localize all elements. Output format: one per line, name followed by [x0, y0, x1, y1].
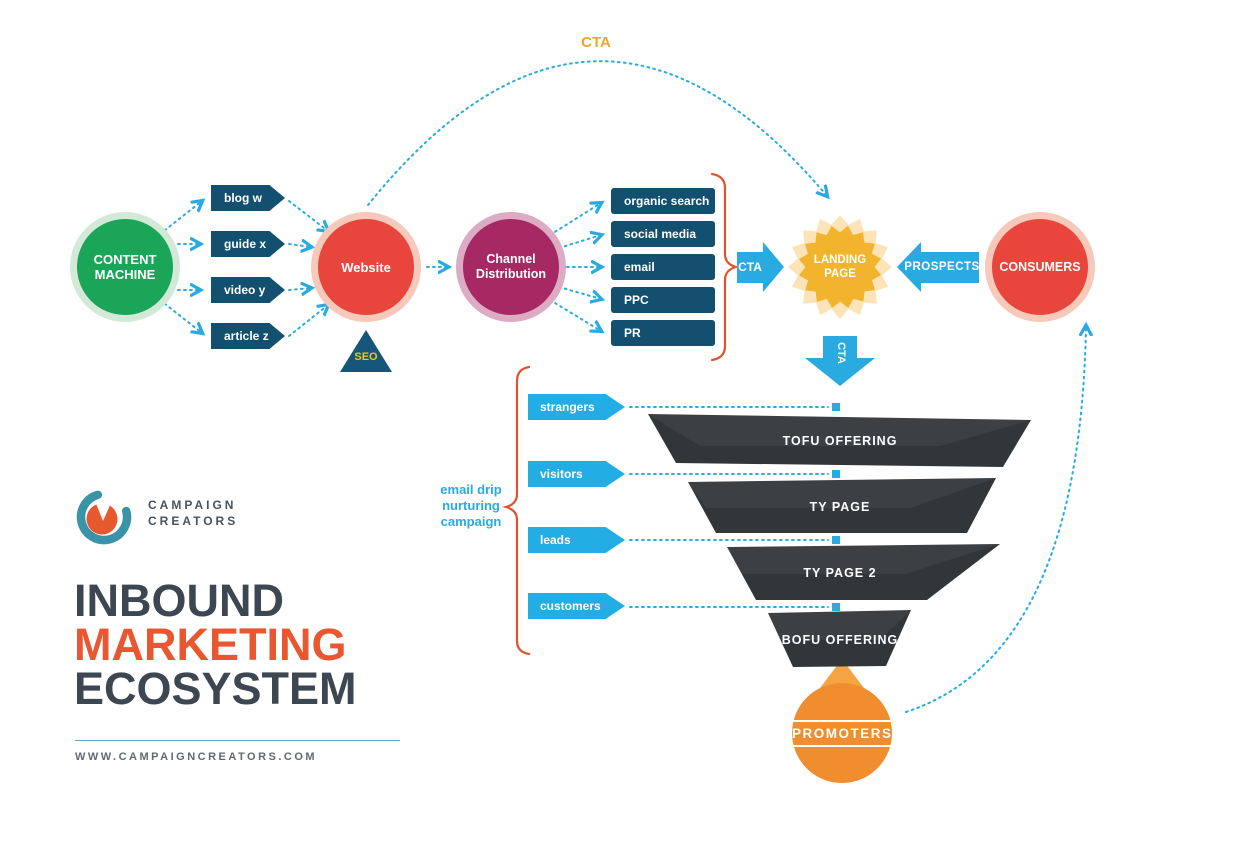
cta-down-arrow [805, 336, 875, 386]
prospects-left-arrow [897, 242, 979, 292]
cta-right-arrow [737, 242, 784, 292]
cta-arc-label: CTA [581, 34, 611, 51]
content-machine-label: CONTENT MACHINE [93, 252, 157, 282]
audience-tag-customers: customers [528, 593, 625, 619]
content-tag-article: article z [211, 323, 285, 349]
title-marketing: MARKETING [74, 619, 347, 670]
content-tag-blog: blog w [211, 185, 285, 211]
footer-divider [75, 740, 400, 741]
cta-down-label: CTA [835, 342, 847, 364]
funnel-stage-tofu: TOFU OFFERING [782, 434, 898, 448]
channel-tag-organic-search: organic search [611, 188, 715, 214]
cta-arrow-label: CTA [738, 260, 762, 274]
consumers-label: CONSUMERS [999, 259, 1081, 274]
title-ecosystem: ECOSYSTEM [74, 663, 357, 714]
cta-arc-label-gap [570, 32, 622, 58]
audience-tag-leads: leads [528, 527, 625, 553]
dotted-connectors [159, 60, 1086, 713]
audience-tag-visitors: visitors [528, 461, 625, 487]
funnel-stage-ty-page: TY PAGE [809, 500, 871, 514]
content-tag-video: video y [211, 277, 285, 303]
landing-page-label: LANDING PAGE [813, 254, 867, 280]
funnel-shape [648, 414, 1031, 667]
campaign-creators-logo-icon [76, 489, 132, 545]
channel-tag-social-media: social media [611, 221, 715, 247]
promoters-label: PROMOTERS [790, 720, 895, 747]
email-drip-brace [501, 365, 531, 656]
funnel-row-markers [832, 403, 840, 611]
channel-tag-ppc: PPC [611, 287, 715, 313]
channel-cta-brace [710, 172, 741, 362]
website-node: Website [311, 212, 421, 322]
content-tag-guide: guide x [211, 231, 285, 257]
cta-top-arc [367, 60, 827, 206]
landing-page-starburst [788, 215, 892, 319]
prospects-arrow-label: PROSPECTS [904, 261, 980, 273]
promoters-consumers-arc [905, 326, 1086, 713]
promoters-label-wrap: PROMOTERS [790, 720, 895, 747]
channel-distribution-node: Channel Distribution [456, 212, 566, 322]
seo-triangle [340, 330, 392, 372]
website-url: WWW.CAMPAIGNCREATORS.COM [75, 751, 318, 763]
promoters-drop [792, 659, 892, 783]
funnel-stage-bofu: BOFU OFFERING [781, 633, 899, 647]
seo-label: SEO [354, 351, 378, 363]
audience-tag-strangers: strangers [528, 394, 625, 420]
title-inbound: INBOUND [74, 575, 284, 626]
channel-tag-pr: PR [611, 320, 715, 346]
channel-tag-email: email [611, 254, 715, 280]
campaign-creators-logo-text: CAMPAIGN CREATORS [148, 498, 239, 528]
channel-distribution-label: Channel Distribution [475, 252, 547, 281]
funnel-stage-ty-page-2: TY PAGE 2 [803, 566, 877, 580]
email-drip-label: email drip nurturing campaign [440, 482, 502, 529]
consumers-node: CONSUMERS [985, 212, 1095, 322]
content-machine-node: CONTENT MACHINE [70, 212, 180, 322]
website-label: Website [341, 259, 391, 275]
